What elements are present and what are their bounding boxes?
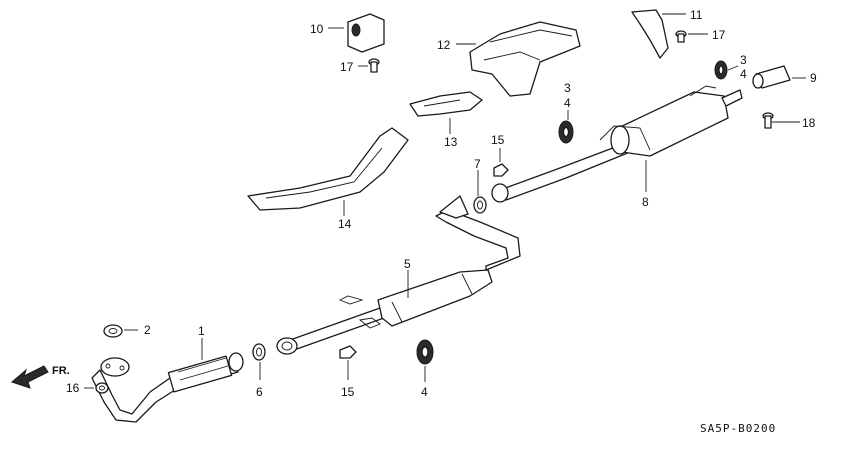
bolt-18 bbox=[762, 112, 774, 129]
callout-18: 18 bbox=[802, 116, 816, 130]
callout-17-right: 17 bbox=[712, 28, 726, 42]
callout-3-right: 3 bbox=[740, 53, 747, 67]
callout-4-mid: 4 bbox=[564, 96, 571, 110]
callout-8: 8 bbox=[642, 195, 649, 209]
callout-4-right: 4 bbox=[740, 67, 747, 81]
rubber-mount-4-upper bbox=[558, 120, 574, 144]
callout-12: 12 bbox=[437, 38, 451, 52]
tail-pipe-finisher bbox=[752, 65, 791, 89]
callout-11: 11 bbox=[690, 8, 703, 22]
heat-shield-14 bbox=[247, 127, 409, 211]
heat-shield-12 bbox=[469, 21, 581, 97]
exhaust-pipe-b bbox=[276, 195, 521, 355]
callout-15-lower: 15 bbox=[341, 385, 355, 399]
bolt-17-left bbox=[368, 58, 380, 73]
hanger-bracket-10 bbox=[347, 13, 385, 53]
muffler bbox=[491, 85, 743, 203]
bolt-17-right bbox=[675, 30, 687, 43]
rubber-mount-4-lower bbox=[416, 339, 434, 365]
callout-14: 14 bbox=[338, 217, 352, 231]
callout-15-upper: 15 bbox=[491, 133, 505, 147]
callout-9: 9 bbox=[810, 71, 817, 85]
callout-4-lower: 4 bbox=[421, 385, 428, 399]
heat-shield-13 bbox=[409, 91, 483, 117]
front-arrow-icon bbox=[11, 365, 49, 389]
callout-1: 1 bbox=[198, 324, 205, 338]
gasket-2 bbox=[103, 324, 123, 338]
callout-3-mid: 3 bbox=[564, 81, 571, 95]
callout-13: 13 bbox=[444, 135, 458, 149]
nut-15-lower bbox=[339, 345, 357, 359]
rubber-mount-3-right bbox=[714, 60, 728, 80]
callout-10: 10 bbox=[310, 22, 324, 36]
callout-7: 7 bbox=[474, 157, 481, 171]
callout-6: 6 bbox=[256, 385, 263, 399]
nut-15-upper bbox=[493, 163, 509, 177]
callout-2: 2 bbox=[144, 323, 151, 337]
callout-16: 16 bbox=[66, 381, 80, 395]
exhaust-pipe-a bbox=[91, 352, 244, 423]
gasket-7 bbox=[473, 196, 487, 214]
front-direction-label: FR. bbox=[52, 365, 70, 377]
callout-5: 5 bbox=[404, 257, 411, 271]
hanger-bracket-11 bbox=[631, 9, 669, 59]
gasket-6 bbox=[252, 343, 266, 361]
drawing-code: SA5P-B0200 bbox=[700, 422, 776, 435]
nut-16 bbox=[95, 382, 109, 394]
callout-17-left: 17 bbox=[340, 60, 354, 74]
leader-lines bbox=[84, 13, 806, 389]
